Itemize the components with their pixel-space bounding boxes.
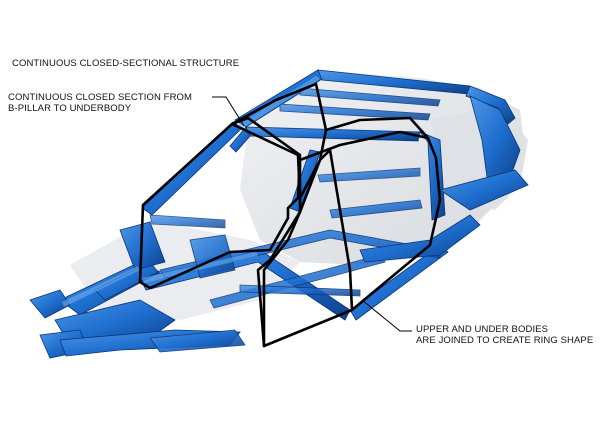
rear-arch-ring xyxy=(324,116,430,140)
leader-line-closed-section xyxy=(212,96,245,127)
structure-title-text: CONTINUOUS CLOSED-SECTIONAL STRUCTURE xyxy=(12,58,240,69)
ring-shape-line-1: UPPER AND UNDER BODIES xyxy=(416,324,549,335)
ring-shape-line-2: ARE JOINED TO CREATE RING SHAPE xyxy=(416,335,594,346)
closed-section-callout: CONTINUOUS CLOSED SECTION FROM B-PILLAR … xyxy=(8,92,192,114)
structure-title-label: CONTINUOUS CLOSED-SECTIONAL STRUCTURE xyxy=(12,58,239,69)
leader-line-ring-shape xyxy=(361,299,412,332)
front-door-ring xyxy=(138,116,302,290)
b-pillar-ring xyxy=(230,82,328,200)
closed-section-line-1: CONTINUOUS CLOSED SECTION FROM xyxy=(8,92,193,103)
ring-structure-outlines xyxy=(138,82,442,348)
leader-lines xyxy=(212,96,412,332)
b-pillar-underbody-ring xyxy=(262,148,354,348)
ring-shape-callout: UPPER AND UNDER BODIES ARE JOINED TO CRE… xyxy=(416,324,593,346)
rear-door-ring xyxy=(256,130,442,348)
closed-section-line-2: B-PILLAR TO UNDERBODY xyxy=(8,103,132,114)
